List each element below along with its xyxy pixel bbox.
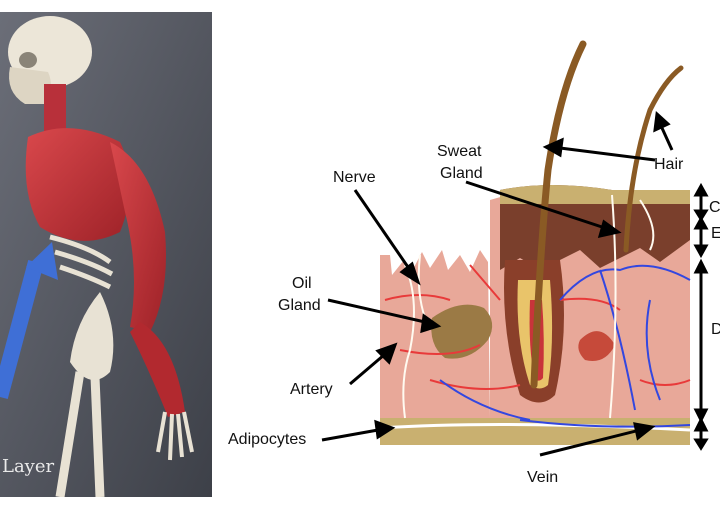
anatomy-photo-panel: Layer [0, 12, 212, 497]
torso-muscle [25, 128, 130, 241]
pelvis [70, 292, 114, 380]
label-vein: Vein [527, 469, 559, 486]
sweat-gland [578, 331, 615, 361]
arteries [384, 264, 691, 390]
skin-cross-section [321, 40, 709, 457]
nerves [402, 194, 655, 419]
hair-shaft-main [530, 40, 587, 389]
layer-caption: Layer [2, 456, 55, 477]
label-nerve: Nerve [333, 169, 376, 186]
hair-shaft-small [623, 65, 684, 253]
arm-muscle [110, 142, 166, 332]
blue-arrow-shaft [0, 259, 44, 400]
layer-brackets [693, 182, 709, 451]
oil-gland [431, 304, 493, 359]
label-arrows [321, 110, 674, 457]
label-right-d: D [711, 321, 720, 338]
label-adipocytes: Adipocytes [228, 431, 307, 448]
skeleton-muscle-illustration [0, 12, 212, 497]
label-sweat-gland-2: Gland [440, 165, 483, 182]
label-artery: Artery [290, 381, 333, 398]
label-sweat-gland-1: Sweat [437, 143, 482, 160]
blue-arrow-head [26, 242, 58, 280]
label-oil-gland-2: Gland [278, 297, 321, 314]
veins [439, 264, 691, 428]
label-oil-gland-1: Oil [292, 275, 312, 292]
label-right-c: C [709, 199, 720, 216]
label-right-e: E [711, 225, 720, 242]
label-hair: Hair [654, 156, 684, 173]
